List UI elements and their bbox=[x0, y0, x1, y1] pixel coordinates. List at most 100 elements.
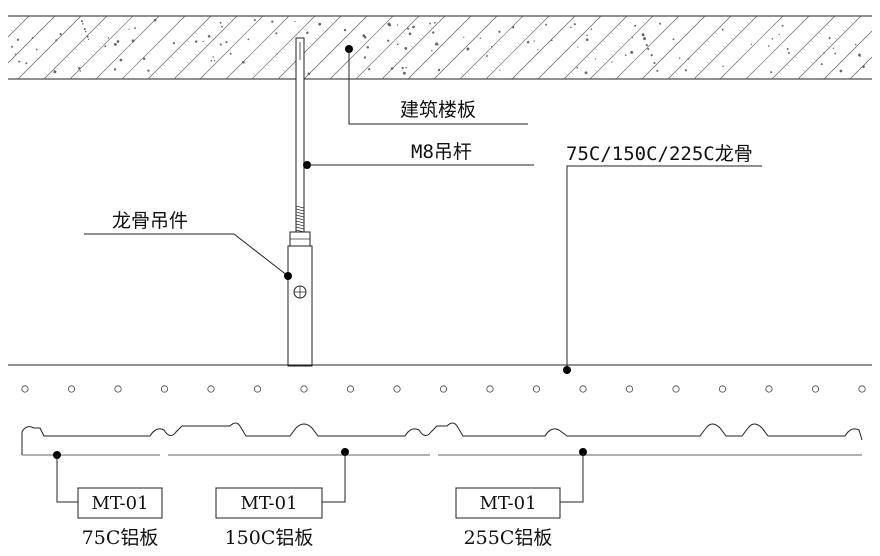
concrete-speck bbox=[573, 23, 576, 26]
hatch-line bbox=[173, 15, 238, 80]
concrete-speck bbox=[486, 54, 488, 57]
concrete-speck bbox=[225, 41, 228, 44]
concrete-speck bbox=[134, 27, 137, 29]
concrete-speck bbox=[641, 33, 645, 37]
concrete-speck bbox=[128, 28, 130, 30]
concrete-speck bbox=[212, 56, 214, 58]
perforation-hole bbox=[765, 385, 773, 393]
hatch-line bbox=[615, 15, 680, 80]
leader-slab bbox=[345, 45, 528, 125]
label-slab: 建筑楼板 bbox=[400, 99, 476, 121]
concrete-speck bbox=[113, 68, 117, 71]
concrete-speck bbox=[147, 69, 150, 72]
concrete-speck bbox=[82, 23, 84, 25]
concrete-speck bbox=[498, 30, 501, 33]
concrete-speck bbox=[390, 67, 394, 70]
concrete-speck bbox=[194, 40, 198, 43]
concrete-speck bbox=[79, 70, 82, 72]
concrete-speck bbox=[659, 22, 662, 25]
concrete-speck bbox=[363, 35, 367, 39]
concrete-speck bbox=[221, 25, 223, 28]
hatch-line bbox=[69, 15, 134, 80]
perforation-hole bbox=[67, 385, 76, 393]
perforation-hole bbox=[532, 385, 541, 393]
concrete-speck bbox=[611, 61, 613, 63]
concrete-speck bbox=[653, 61, 656, 65]
perforation-hole bbox=[253, 385, 262, 393]
concrete-speck bbox=[172, 42, 175, 45]
concrete-speck bbox=[387, 39, 390, 42]
concrete-speck bbox=[80, 20, 84, 23]
concrete-speck bbox=[31, 36, 34, 39]
concrete-speck bbox=[253, 18, 256, 22]
concrete-speck bbox=[55, 39, 58, 42]
panel-2-name: 150C铝板 bbox=[225, 527, 314, 549]
concrete-speck bbox=[412, 25, 415, 29]
panel-3-code: MT-01 bbox=[479, 493, 536, 514]
concrete-speck bbox=[828, 36, 831, 39]
concrete-speck bbox=[294, 20, 296, 23]
perforation-hole bbox=[858, 385, 866, 393]
hatch-line bbox=[641, 15, 706, 80]
concrete-speck bbox=[53, 70, 57, 74]
concrete-speck bbox=[594, 58, 597, 60]
concrete-speck bbox=[229, 52, 232, 55]
concrete-speck bbox=[18, 60, 21, 63]
leader-hanger bbox=[84, 233, 292, 280]
hatch-line bbox=[485, 15, 550, 80]
concrete-speck bbox=[721, 28, 724, 31]
concrete-speck bbox=[276, 53, 278, 55]
concrete-speck bbox=[219, 21, 222, 24]
concrete-speck bbox=[363, 56, 367, 59]
concrete-speck bbox=[678, 57, 681, 59]
thread-mark bbox=[295, 205, 305, 209]
concrete-speck bbox=[526, 40, 530, 44]
concrete-speck bbox=[210, 59, 213, 62]
callout-150c bbox=[215, 448, 349, 519]
concrete-speck bbox=[586, 34, 588, 37]
concrete-speck bbox=[722, 65, 724, 68]
concrete-speck bbox=[630, 50, 634, 54]
concrete-speck bbox=[119, 58, 123, 62]
concrete-speck bbox=[429, 22, 431, 25]
callout-75c bbox=[53, 451, 163, 519]
concrete-speck bbox=[550, 39, 553, 42]
aluminum-panel-profile bbox=[21, 422, 863, 455]
concrete-speck bbox=[11, 45, 14, 48]
perforation-hole bbox=[718, 385, 727, 393]
concrete-speck bbox=[645, 44, 648, 47]
concrete-speck bbox=[86, 35, 89, 38]
concrete-speck bbox=[631, 36, 634, 39]
hatch-line bbox=[329, 15, 394, 80]
concrete-speck bbox=[771, 38, 774, 40]
concrete-speck bbox=[820, 63, 823, 66]
thread-mark bbox=[295, 211, 305, 215]
slab-hatch-pattern bbox=[7, 15, 873, 80]
perforation-hole bbox=[393, 385, 401, 393]
concrete-speck bbox=[490, 46, 493, 48]
concrete-speck bbox=[142, 57, 146, 61]
panel-3-name: 255C铝板 bbox=[464, 527, 553, 549]
concrete-speck bbox=[537, 49, 539, 51]
hatch-line bbox=[745, 15, 810, 80]
concrete-speck bbox=[396, 43, 399, 46]
concrete-speck bbox=[202, 40, 204, 43]
hatch-line bbox=[251, 15, 316, 80]
building-slab bbox=[7, 15, 873, 80]
concrete-speck bbox=[823, 52, 825, 54]
hatch-line bbox=[121, 15, 186, 80]
concrete-speck bbox=[242, 60, 245, 64]
concrete-speck bbox=[862, 65, 865, 68]
concrete-speck bbox=[786, 48, 789, 50]
hatch-line bbox=[95, 15, 160, 80]
hatch-line bbox=[407, 15, 472, 80]
hatch-line bbox=[563, 15, 628, 80]
concrete-speck bbox=[650, 54, 653, 57]
concrete-speck bbox=[35, 48, 38, 51]
concrete-speck bbox=[590, 28, 593, 31]
concrete-speck bbox=[407, 27, 410, 30]
perforation-hole bbox=[300, 385, 308, 393]
concrete-speck bbox=[78, 67, 81, 70]
concrete-speck bbox=[25, 62, 28, 65]
